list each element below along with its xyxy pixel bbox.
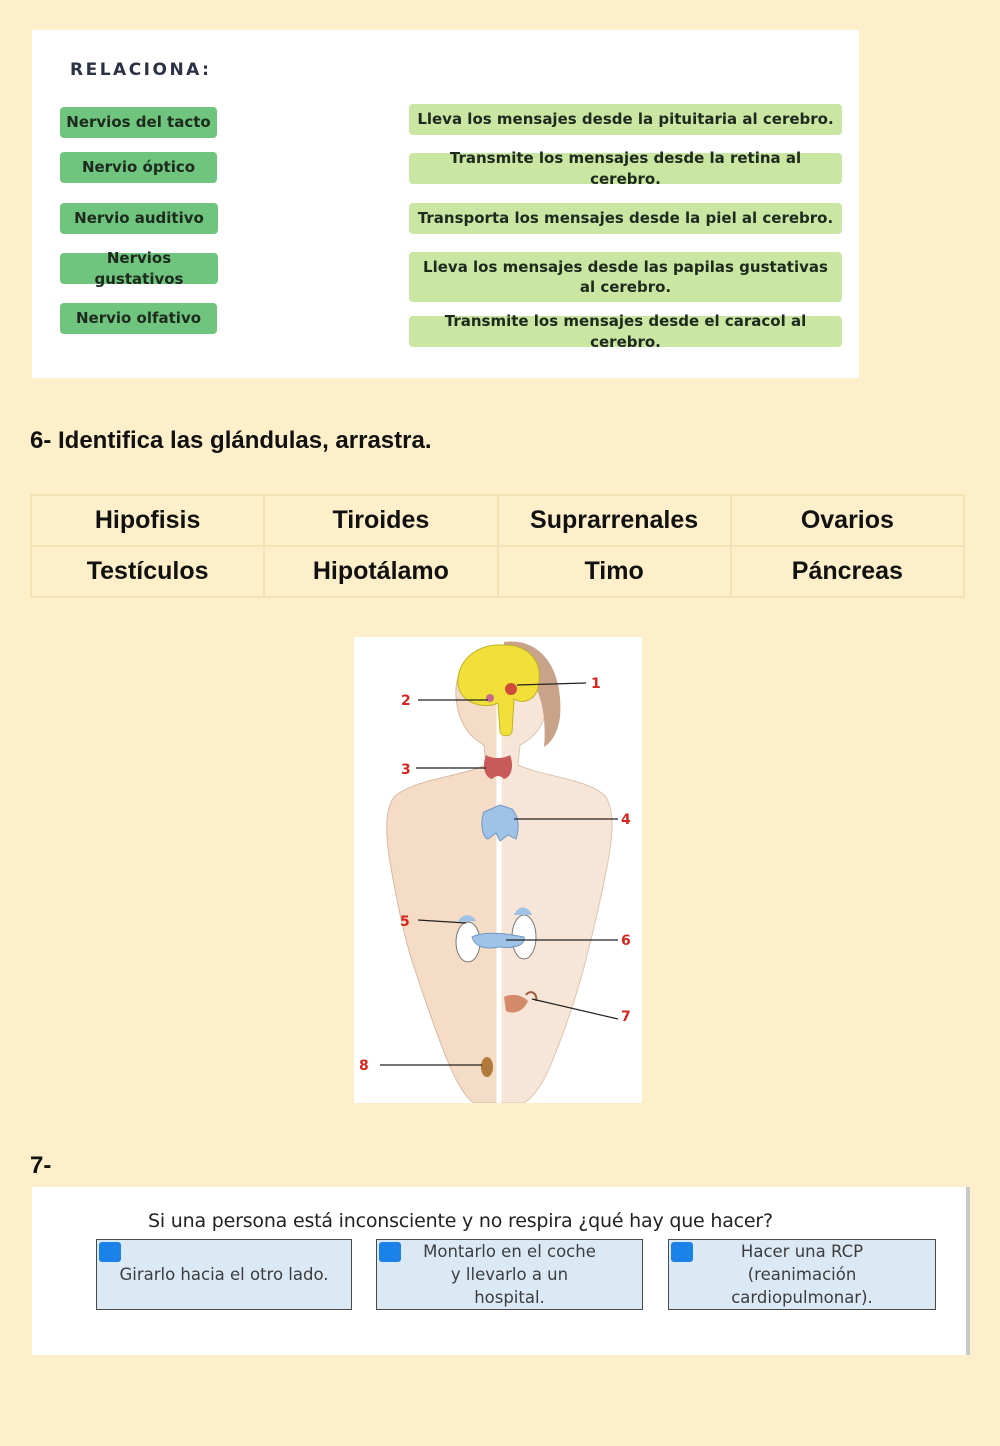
pituitary-marker (486, 694, 494, 702)
testicle-shape (481, 1057, 493, 1077)
gland-word-testiculos[interactable]: Testículos (29, 545, 266, 598)
quiz-option-girarlo[interactable]: Girarlo hacia el otro lado. (96, 1239, 352, 1310)
description-tile-retina[interactable]: Transmite los mensajes desde la retina a… (409, 149, 842, 188)
leader-lines (380, 682, 619, 1066)
gland-word-timo[interactable]: Timo (496, 545, 732, 598)
left-adrenal-shape (458, 915, 476, 922)
description-tile-piel[interactable]: Transporta los mensajes desde la piel al… (409, 203, 842, 234)
nerve-tile-gustativos[interactable]: Nervios gustativos (60, 249, 218, 288)
section-7-heading: 7- (30, 1152, 52, 1179)
right-adrenal-shape (514, 907, 532, 915)
checkbox-icon[interactable] (671, 1242, 693, 1262)
description-tile-papilas[interactable]: Lleva los mensajes desde las papilas gus… (409, 252, 842, 302)
relaciona-title: RELACIONA: (70, 60, 212, 80)
figure-number-1: 1 (591, 676, 601, 692)
quiz-question: Si una persona está inconsciente y no re… (148, 1210, 773, 1232)
description-tile-caracol[interactable]: Transmite los mensajes desde el caracol … (409, 312, 842, 351)
section-6-heading: 6- Identifica las glándulas, arrastra. (30, 427, 432, 454)
nerve-tile-olfativo[interactable]: Nervio olfativo (60, 303, 217, 334)
checkbox-icon[interactable] (379, 1242, 401, 1262)
fallopian-tube-shape (525, 991, 538, 1002)
description-tile-pituitaria[interactable]: Lleva los mensajes desde la pituitaria a… (409, 104, 842, 135)
gland-word-hipotalamo[interactable]: Hipotálamo (263, 545, 499, 598)
thyroid-shape (484, 755, 512, 779)
gland-word-tiroides[interactable]: Tiroides (263, 494, 499, 547)
quiz-option-hospital[interactable]: Montarlo en el coche y llevarlo a un hos… (376, 1239, 643, 1310)
pancreas-shape (471, 932, 525, 949)
figure-number-7: 7 (621, 1009, 631, 1025)
glands-word-table: Hipofisis Tiroides Suprarrenales Ovarios… (29, 494, 966, 598)
gland-word-suprarrenales[interactable]: Suprarrenales (496, 494, 732, 547)
ovary-shape (504, 994, 528, 1013)
nerve-tile-auditivo[interactable]: Nervio auditivo (60, 203, 218, 234)
quiz-option-rcp[interactable]: Hacer una RCP (reanimación cardiopulmona… (668, 1239, 936, 1310)
gland-word-pancreas[interactable]: Páncreas (729, 545, 966, 598)
nerve-tile-optico[interactable]: Nervio óptico (60, 152, 217, 183)
figure-number-6: 6 (621, 933, 631, 949)
cpr-quiz: Si una persona está inconsciente y no re… (32, 1187, 970, 1355)
brain-shape (457, 644, 540, 737)
gland-word-hipofisis[interactable]: Hipofisis (29, 494, 266, 547)
nerve-tile-tacto[interactable]: Nervios del tacto (60, 107, 217, 138)
quiz-option-label: Hacer una RCP (reanimación cardiopulmona… (731, 1241, 873, 1308)
quiz-option-label: Montarlo en el coche y llevarlo a un hos… (423, 1241, 596, 1308)
relaciona-activity: RELACIONA: Nervios del tacto Nervio ópti… (32, 30, 859, 378)
endocrine-system-figure: 1 2 3 4 5 6 7 8 (354, 637, 642, 1104)
left-body-silhouette (386, 646, 500, 1104)
figure-number-2: 2 (401, 693, 411, 709)
figure-number-3: 3 (401, 762, 411, 778)
figure-number-5: 5 (400, 914, 410, 930)
figure-number-8: 8 (359, 1058, 369, 1074)
hypothalamus-marker (505, 683, 517, 695)
figure-number-4: 4 (621, 812, 631, 828)
endocrine-illustration: 1 2 3 4 5 6 7 8 (359, 641, 631, 1104)
gland-word-ovarios[interactable]: Ovarios (729, 494, 966, 547)
checkbox-icon[interactable] (99, 1242, 121, 1262)
quiz-option-label: Girarlo hacia el otro lado. (119, 1264, 329, 1284)
thymus-shape (481, 804, 519, 842)
